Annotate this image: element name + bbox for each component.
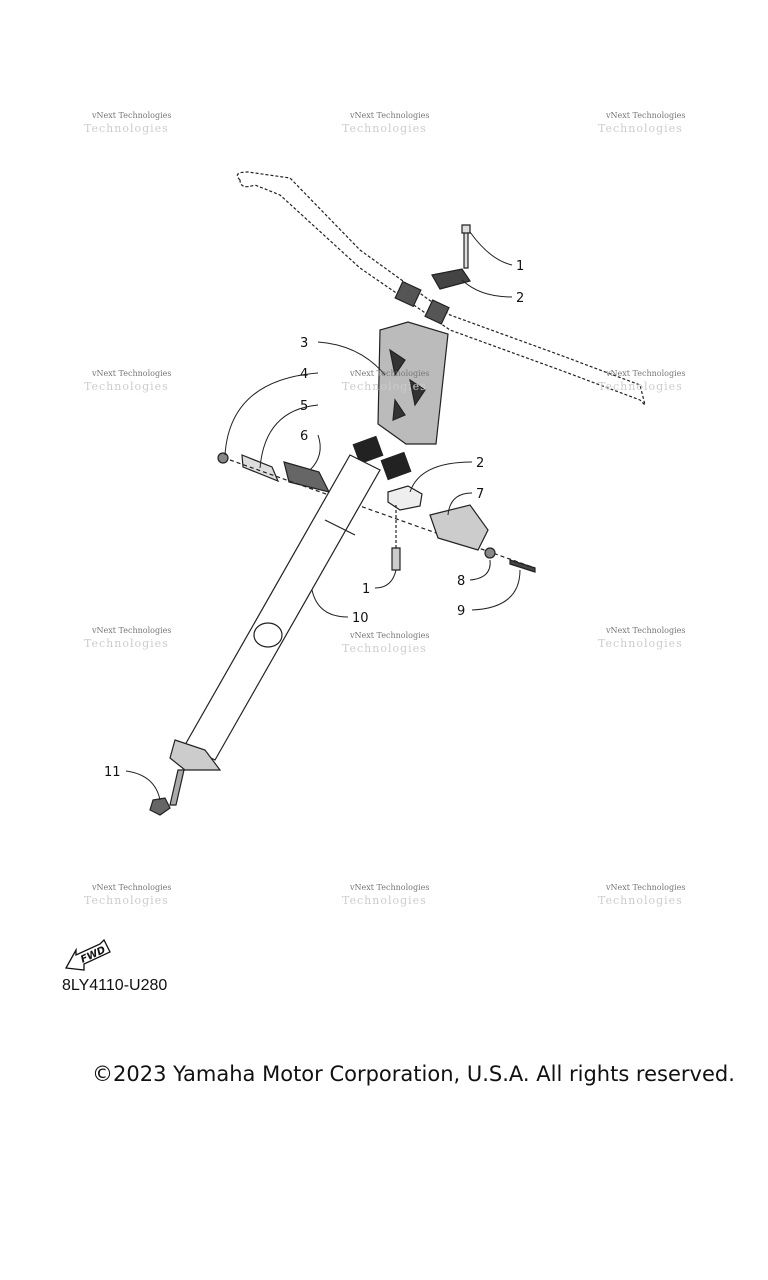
screw	[509, 559, 536, 573]
fwd-arrow-icon: FWD	[64, 938, 111, 971]
steering-column	[184, 454, 381, 761]
column-bracket	[169, 739, 222, 771]
callout-3: 3	[300, 336, 308, 351]
bracket-right	[429, 504, 489, 551]
callout-5: 5	[300, 399, 308, 414]
nut	[149, 797, 171, 816]
washer	[484, 547, 496, 559]
handlebar	[236, 171, 647, 407]
bracket	[283, 461, 331, 493]
callout-1: 1	[516, 259, 524, 274]
callout-6: 6	[300, 429, 308, 444]
bolt	[169, 769, 185, 806]
callout-2b: 2	[476, 456, 484, 471]
callout-10: 10	[352, 611, 369, 626]
copyright-text: ©2023 Yamaha Motor Corporation, U.S.A. A…	[92, 1062, 735, 1086]
callout-11: 11	[104, 765, 121, 780]
clamp-upper	[431, 268, 471, 290]
bolt	[461, 224, 471, 269]
callout-2: 2	[516, 291, 524, 306]
callout-9: 9	[457, 604, 465, 619]
nut	[217, 452, 229, 464]
callout-8: 8	[457, 574, 465, 589]
callout-1b: 1	[362, 582, 370, 597]
diagram-code: 8LY4110-U280	[62, 977, 168, 994]
bolt	[391, 547, 401, 571]
clamp-lower	[387, 485, 423, 511]
callout-4: 4	[300, 367, 308, 382]
callout-7: 7	[476, 487, 484, 502]
